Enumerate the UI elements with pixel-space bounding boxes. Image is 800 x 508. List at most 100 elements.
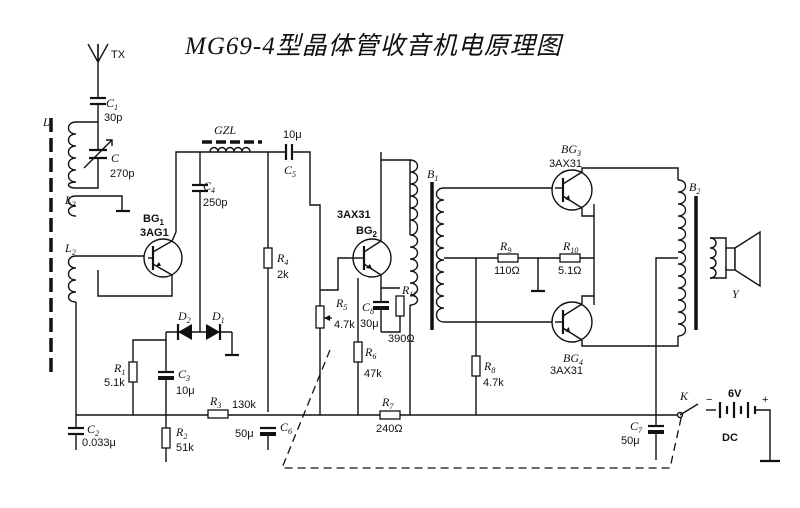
c4-value: 250p xyxy=(203,197,227,209)
r7-name: R7 xyxy=(381,395,394,411)
bg1-model: 3AG1 xyxy=(140,227,169,239)
l1-name: L1 xyxy=(42,115,54,131)
antenna-symbol xyxy=(87,43,109,90)
resistor-r10 xyxy=(559,253,581,263)
capacitor-c1 xyxy=(90,90,106,122)
r3-value: 130k xyxy=(232,399,256,411)
transformer-b1-primary xyxy=(409,159,419,306)
gzl-label: GZL xyxy=(214,123,236,137)
bg4-name: BG4 xyxy=(563,351,583,367)
speaker-icon xyxy=(725,230,761,288)
battery-type: DC xyxy=(722,432,738,444)
capacitor-c7 xyxy=(648,415,664,460)
r5-name: R5 xyxy=(335,296,347,312)
battery-symbol xyxy=(706,402,780,463)
r2-name: R2 xyxy=(175,425,187,441)
resistor-r4 xyxy=(263,247,273,269)
r6-name: R6 xyxy=(364,345,376,361)
resistor-r11 xyxy=(395,295,405,317)
r6-value: 47k xyxy=(364,368,382,380)
bg2-model: 3AX31 xyxy=(337,209,371,221)
bg1-name: BG1 xyxy=(143,213,165,227)
c8-value: 30μ xyxy=(360,318,379,330)
r8-value: 4.7k xyxy=(483,377,504,389)
d2-name: D2 xyxy=(177,309,191,325)
bg3-name: BG3 xyxy=(561,142,581,158)
resistor-r8 xyxy=(471,355,481,377)
c3-name: C3 xyxy=(178,367,190,383)
r10-value: 5.1Ω xyxy=(558,265,582,277)
bg2-name: BG2 xyxy=(356,225,378,239)
capacitor-c8 xyxy=(373,300,389,310)
r3-name: R3 xyxy=(209,394,221,410)
c3-value: 10μ xyxy=(176,385,195,397)
c7-value: 50μ xyxy=(621,435,640,447)
variable-capacitor-c xyxy=(83,139,113,169)
resistor-r2 xyxy=(161,427,171,449)
k-name: K xyxy=(679,389,689,403)
c7-name: C7 xyxy=(630,419,643,435)
capacitor-c6 xyxy=(260,426,276,450)
capacitor-c3 xyxy=(158,370,174,380)
r4-name: R4 xyxy=(276,251,288,267)
r10-name: R10 xyxy=(562,239,578,255)
c5-name: C5 xyxy=(284,163,296,179)
transistor-bg3 xyxy=(551,169,593,211)
diagram-title: MG69-4型晶体管收音机电原理图 xyxy=(184,32,564,60)
c6-value: 50μ xyxy=(235,428,254,440)
transformer-b2-secondary xyxy=(709,237,717,279)
r1-name: R1 xyxy=(113,361,125,377)
r9-name: R9 xyxy=(499,239,511,255)
switch-k-lever xyxy=(679,403,699,416)
r7-value: 240Ω xyxy=(376,423,403,435)
potentiometer-r5 xyxy=(315,305,325,329)
resistor-r9 xyxy=(497,253,519,263)
c-variable-value: 270p xyxy=(110,168,134,180)
coil-l1 xyxy=(67,121,77,189)
c8-name: C8 xyxy=(362,300,374,316)
c1-value: 30p xyxy=(104,112,122,124)
transformer-b2-primary xyxy=(677,179,687,337)
l2-name: L2 xyxy=(64,241,76,257)
diode-d1 xyxy=(206,324,222,340)
c2-value: 0.033μ xyxy=(82,437,116,449)
resistor-r6 xyxy=(353,341,363,363)
bg4-model: 3AX31 xyxy=(550,365,583,377)
r9-value: 110Ω xyxy=(494,265,520,277)
capacitor-c2 xyxy=(68,415,84,450)
d1-name: D1 xyxy=(211,309,225,325)
transistor-bg2 xyxy=(350,238,392,278)
diode-d2 xyxy=(176,324,192,340)
capacitor-c5 xyxy=(284,144,294,160)
bg3-model: 3AX31 xyxy=(549,158,582,170)
resistor-r1 xyxy=(128,361,138,383)
resistor-r7 xyxy=(379,410,401,420)
transformer-b1-secondary xyxy=(435,187,445,323)
c4-name: C4 xyxy=(203,179,215,195)
r11-name: R11 xyxy=(401,283,417,299)
battery-minus-sign: − xyxy=(706,394,712,406)
c1-name: C1 xyxy=(106,96,118,112)
transistor-bg1 xyxy=(143,231,183,278)
r2-value: 51k xyxy=(176,442,194,454)
r4-value: 2k xyxy=(277,269,289,281)
transistor-bg4 xyxy=(551,301,593,343)
r8-name: R8 xyxy=(483,359,495,375)
coil-l2 xyxy=(67,255,77,303)
c6-name: C6 xyxy=(280,420,292,436)
c2-name: C2 xyxy=(87,422,99,438)
ganged-switch-link xyxy=(281,349,683,469)
speaker-y-label: Y xyxy=(732,287,740,301)
c-variable-name: C xyxy=(111,151,120,165)
antenna-label: TX xyxy=(111,49,126,61)
r5-value: 4.7k xyxy=(334,319,355,331)
r11-value: 390Ω xyxy=(388,333,415,345)
c5-value: 10μ xyxy=(283,129,302,141)
battery-plus-sign: + xyxy=(762,394,768,406)
b1-name: B1 xyxy=(427,167,438,183)
battery-voltage: 6V xyxy=(728,388,742,400)
resistor-r3 xyxy=(207,409,229,419)
r1-value: 5.1k xyxy=(104,377,125,389)
choke-gzl xyxy=(202,140,262,153)
